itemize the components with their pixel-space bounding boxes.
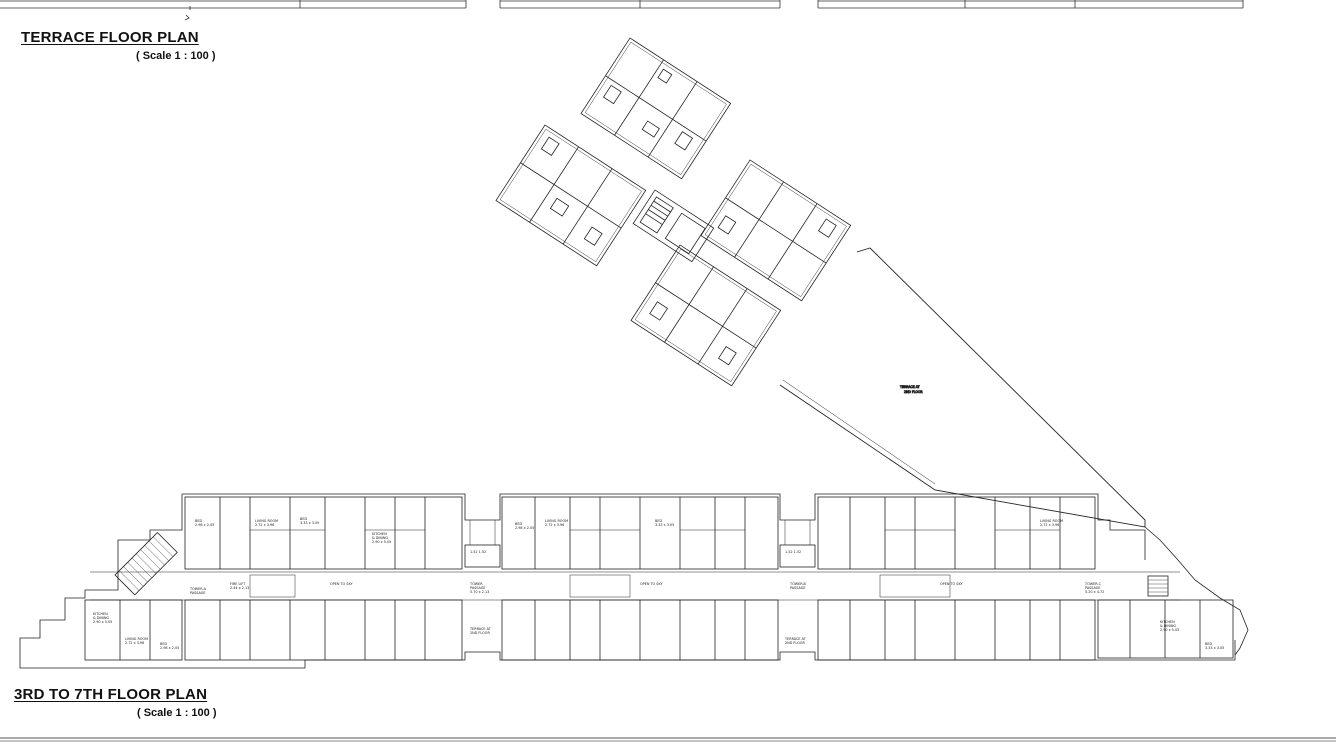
left-staircase [114, 532, 178, 596]
terrace-plan: TERRACE AT 2ND FLOOR [495, 37, 1146, 528]
terrace-floor-plan-title: TERRACE FLOOR PLAN [21, 29, 199, 46]
room-label-open-to-sky-1: OPEN TO SKY [330, 582, 354, 586]
sheet-top-border [0, 0, 1244, 21]
link-bridges [464, 520, 816, 568]
terrace-tower-block-1 [580, 37, 732, 180]
right-staircase [1147, 575, 1169, 597]
lower-apartments-row [84, 599, 1234, 661]
upper-apartments-row [184, 496, 1096, 570]
typical-floor-plan [19, 493, 1249, 669]
stair-mark-1: 1.52 1.52 [470, 550, 486, 554]
typical-floor-plan-title: 3RD TO 7TH FLOOR PLAN [14, 686, 208, 703]
stair-mark-2: 1.52 1.52 [785, 550, 801, 554]
room-label-open-to-sky-3: OPEN TO SKY [940, 582, 964, 586]
terrace-tower-block-2 [495, 124, 647, 267]
terrace-note-line2: 2ND FLOOR [904, 390, 923, 394]
room-label-open-to-sky-2: OPEN TO SKY [640, 582, 664, 586]
terrace-floor-plan-scale: ( Scale 1 : 100 ) [136, 50, 216, 62]
terrace-central-core [632, 189, 715, 263]
central-corridor [90, 571, 1180, 601]
terrace-tower-block-3 [700, 159, 852, 302]
typical-floor-plan-scale: ( Scale 1 : 100 ) [137, 707, 217, 719]
terrace-tower-block-4 [630, 244, 782, 387]
terrace-note-line1: TERRACE AT [899, 385, 920, 389]
sheet-bottom-border [0, 737, 1336, 742]
